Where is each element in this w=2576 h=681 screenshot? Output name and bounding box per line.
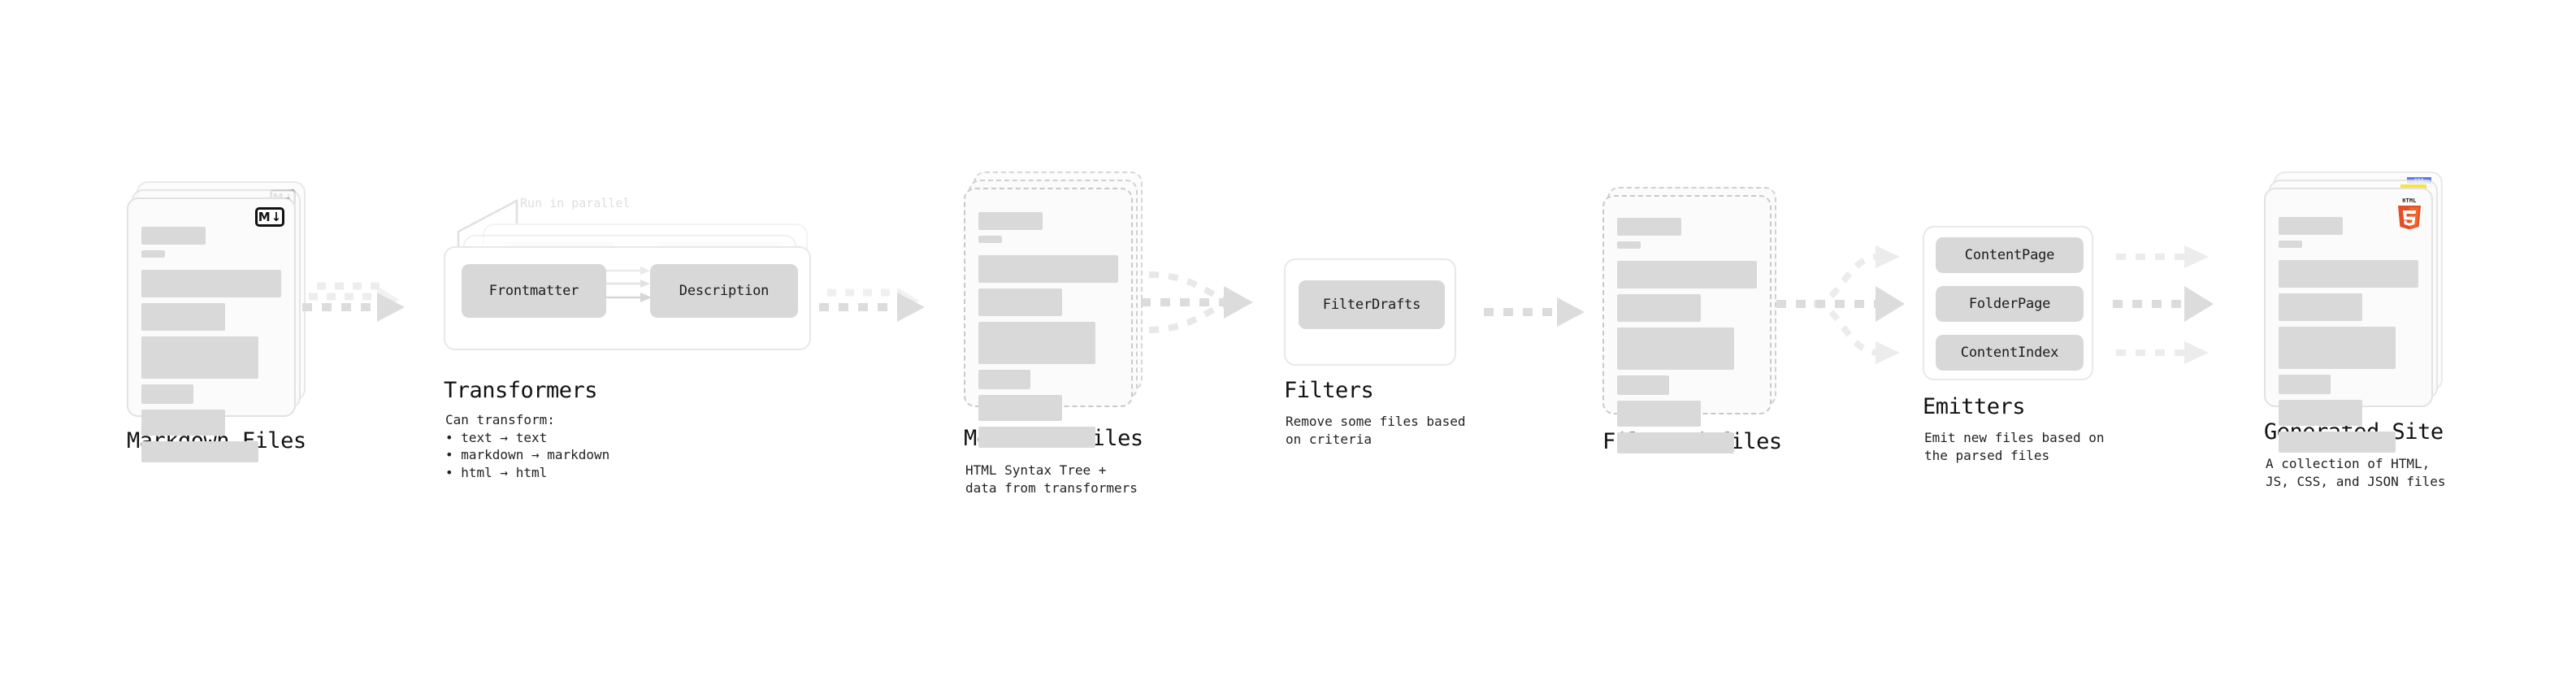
arrow-filtered-to-emitters	[1776, 245, 1905, 364]
stage-desc-generated-site: A collection of HTML, JS, CSS, and JSON …	[2266, 456, 2446, 489]
skeleton-bar	[1617, 294, 1702, 322]
transform-arrows-icon	[606, 267, 652, 302]
parallel-bracket-icon	[457, 198, 518, 251]
skeleton-bar	[978, 212, 1043, 230]
card-skeleton	[1617, 218, 1757, 453]
stage-desc-filters: Remove some files based on criteria	[1286, 414, 1466, 447]
filters-box: FilterDrafts	[1284, 258, 1456, 366]
skeleton-bar	[1617, 241, 1641, 249]
skeleton-bar	[978, 255, 1118, 283]
skeleton-bar	[978, 322, 1096, 364]
arrow-emitters-to-site	[2113, 245, 2214, 364]
skeleton-bar	[2279, 241, 2303, 248]
skeleton-bar	[1617, 432, 1735, 453]
markdown-badge: M↓	[255, 207, 284, 227]
skeleton-bar	[1617, 401, 1702, 427]
filtered-card-front	[1602, 195, 1772, 453]
skeleton-bar	[141, 227, 206, 245]
skeleton-bar	[978, 288, 1063, 316]
skeleton-bar	[141, 250, 166, 258]
card-skeleton	[978, 212, 1118, 448]
skeleton-bar	[1617, 375, 1669, 395]
pill-frontmatter[interactable]: Frontmatter	[462, 264, 606, 318]
stage-title-transformers: Transformers	[444, 378, 598, 403]
skeleton-bar	[2279, 260, 2418, 288]
arrow-markdown-to-transformers	[302, 282, 405, 322]
card-skeleton	[2279, 217, 2418, 453]
skeleton-bar	[2279, 217, 2344, 235]
skeleton-bar	[978, 370, 1030, 389]
modified-card-front	[964, 188, 1133, 448]
stage-desc-modified-files: HTML Syntax Tree + data from transformer…	[965, 462, 1138, 496]
pill-contentpage[interactable]: ContentPage	[1936, 237, 2084, 273]
stage-title-filters: Filters	[1284, 378, 1374, 403]
skeleton-bar	[2279, 327, 2396, 369]
skeleton-bar	[1617, 261, 1757, 288]
stage-desc-emitters: Emit new files based on the parsed files	[1924, 430, 2105, 463]
skeleton-bar	[978, 427, 1096, 448]
skeleton-bar	[1617, 327, 1735, 370]
skeleton-bar	[141, 441, 259, 462]
svg-text:HTML: HTML	[2402, 197, 2416, 204]
skeleton-bar	[141, 410, 226, 436]
card-skeleton	[141, 227, 281, 462]
html5-badge: HTML	[2398, 197, 2421, 230]
markdown-card-front: M↓	[127, 197, 296, 462]
skeleton-bar	[1617, 218, 1682, 236]
skeleton-bar	[978, 395, 1063, 421]
skeleton-bar	[141, 384, 193, 404]
generated-card-front: HTML	[2264, 188, 2433, 453]
skeleton-bar	[141, 270, 281, 297]
skeleton-bar	[2279, 432, 2396, 453]
transformer-card-front: Frontmatter Description	[444, 246, 811, 350]
arrow-transformers-to-modified	[819, 288, 925, 322]
skeleton-bar	[2279, 400, 2363, 426]
arrow-modified-to-filters	[1141, 271, 1253, 333]
pill-filterdrafts[interactable]: FilterDrafts	[1299, 280, 1445, 329]
emitters-box: ContentPage FolderPage ContentIndex	[1923, 226, 2093, 380]
skeleton-bar	[2279, 375, 2331, 394]
stage-title-emitters: Emitters	[1923, 394, 2026, 419]
run-in-parallel-label: Run in parallel	[520, 196, 631, 210]
skeleton-bar	[141, 303, 226, 331]
pill-contentindex[interactable]: ContentIndex	[1936, 335, 2084, 371]
arrow-filters-to-filtered	[1484, 297, 1585, 327]
pill-folderpage[interactable]: FolderPage	[1936, 286, 2084, 322]
skeleton-bar	[2279, 293, 2363, 321]
stage-desc-transformers: Can transform: • text → text • markdown …	[445, 412, 610, 480]
pill-description[interactable]: Description	[650, 264, 798, 318]
skeleton-bar	[978, 236, 1003, 243]
skeleton-bar	[141, 336, 259, 379]
